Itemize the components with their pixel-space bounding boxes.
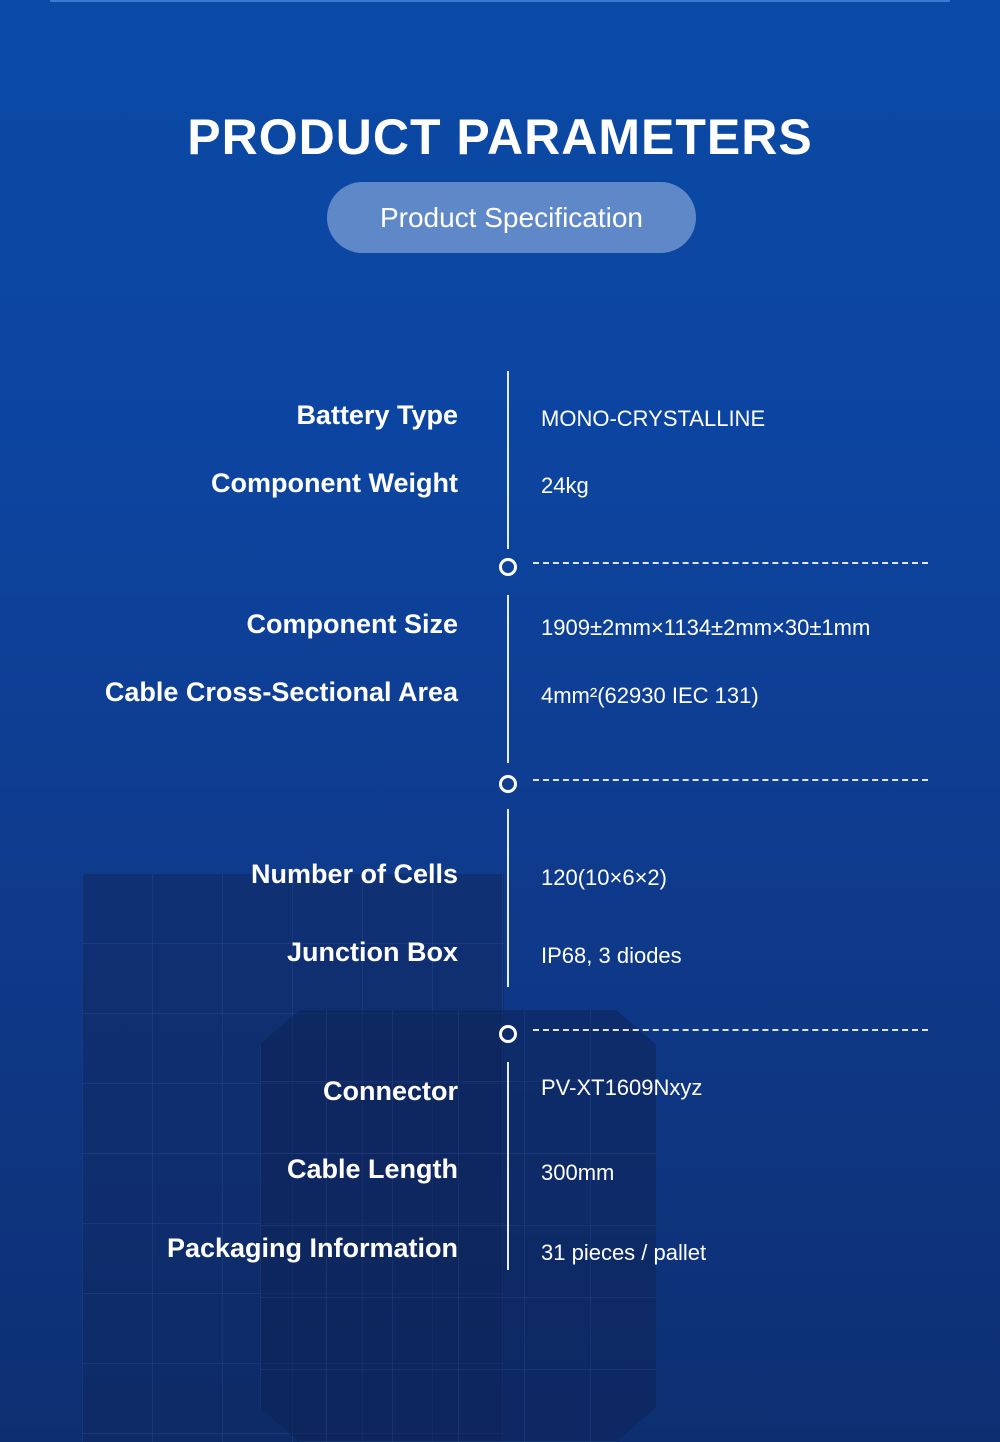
spec-label-cable-cross-sectional-area: Cable Cross-Sectional Area	[104, 677, 458, 707]
spec-value-packaging-information: 31 pieces / pallet	[541, 1240, 707, 1265]
section-divider-2	[533, 779, 928, 781]
solar-panel-foreground-graphic	[260, 1010, 656, 1442]
spec-label-component-weight: Component Weight	[211, 468, 458, 498]
spec-value-number-of-cells: 120(10×6×2)	[541, 865, 667, 890]
spec-label-connector: Connector	[323, 1076, 458, 1106]
spec-label-cable-length: Cable Length	[286, 1154, 458, 1184]
section-divider-1	[533, 562, 928, 564]
top-divider	[50, 0, 950, 2]
spec-label-number-of-cells: Number of Cells	[250, 859, 458, 889]
timeline-segment-1	[507, 371, 509, 549]
page-title: PRODUCT PARAMETERS	[187, 109, 813, 165]
timeline-segment-3	[507, 809, 509, 987]
timeline-node-2	[499, 775, 517, 793]
timeline-segment-2	[507, 595, 509, 763]
spec-label-junction-box: Junction Box	[286, 937, 458, 967]
spec-value-cable-length: 300mm	[541, 1160, 615, 1185]
spec-value-component-weight: 24kg	[541, 473, 589, 498]
timeline-segment-4	[507, 1062, 509, 1270]
spec-value-battery-type: MONO-CRYSTALLINE	[541, 406, 766, 431]
spec-label-component-size: Component Size	[246, 609, 458, 639]
timeline-node-3	[499, 1025, 517, 1043]
spec-label-battery-type: Battery Type	[296, 400, 458, 430]
spec-value-junction-box: IP68, 3 diodes	[541, 943, 682, 968]
timeline-node-1	[499, 558, 517, 576]
spec-value-component-size: 1909±2mm×1134±2mm×30±1mm	[541, 615, 871, 640]
product-specification-button[interactable]: Product Specification	[327, 182, 696, 253]
spec-value-connector: PV-XT1609Nxyz	[541, 1075, 703, 1100]
section-divider-3	[533, 1029, 928, 1031]
spec-label-packaging-information: Packaging Information	[166, 1233, 458, 1263]
spec-value-cable-cross-sectional-area: 4mm²(62930 IEC 131)	[541, 683, 759, 708]
